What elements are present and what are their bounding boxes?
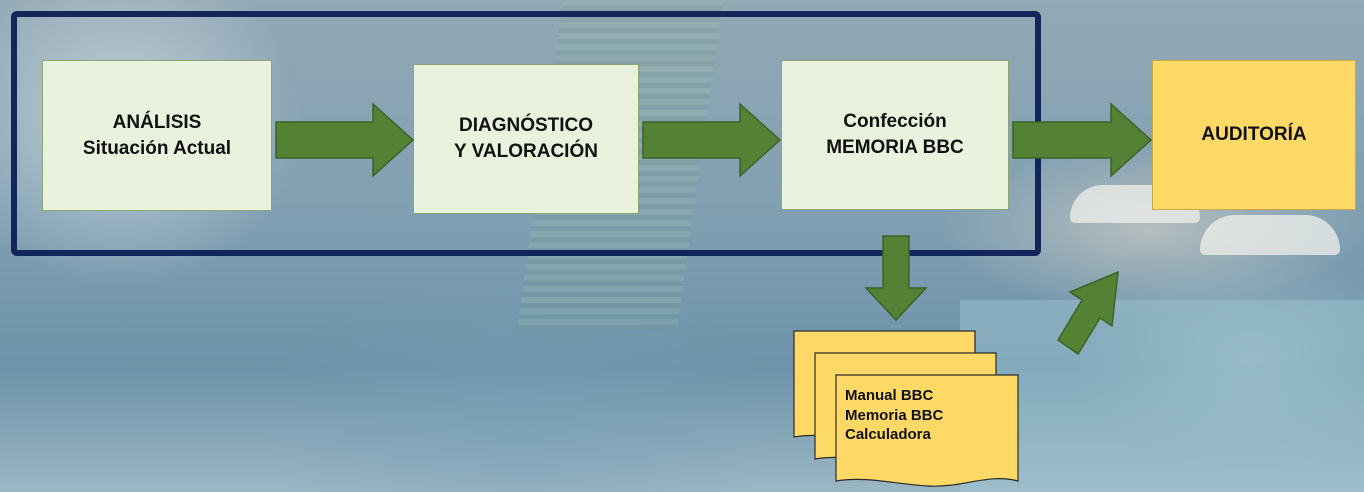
arrow-right-icon xyxy=(1012,102,1153,178)
step-auditoria-title: AUDITORÍA xyxy=(1201,124,1307,146)
arrow-down-icon xyxy=(864,235,928,322)
step-confeccion-title: Confección xyxy=(843,111,947,133)
background-pool xyxy=(960,300,1364,492)
step-analisis-subtitle: Situación Actual xyxy=(82,137,232,159)
step-diagnostico-subtitle: Y VALORACIÓN xyxy=(454,141,598,162)
document-icon xyxy=(835,374,1019,487)
step-analisis-box: ANÁLISIS Situación Actual xyxy=(42,60,272,211)
step-confeccion-subtitle: MEMORIA BBC xyxy=(826,137,964,158)
step-confeccion-box: Confección MEMORIA BBC xyxy=(781,60,1009,210)
step-analisis-title: ANÁLISIS xyxy=(112,111,202,133)
arrow-up-right-icon xyxy=(1056,270,1119,356)
step-diagnostico-box: DIAGNÓSTICO Y VALORACIÓN xyxy=(413,64,639,214)
document-item-memoria: Memoria BBC xyxy=(845,406,944,424)
background-umbrella xyxy=(1200,215,1340,255)
step-auditoria-box: AUDITORÍA xyxy=(1152,60,1356,210)
arrow-right-icon xyxy=(275,102,415,178)
step-diagnostico-title: DIAGNÓSTICO xyxy=(458,115,594,137)
document-item-calculadora: Calculadora xyxy=(845,426,931,443)
document-item-manual: Manual BBC xyxy=(845,387,934,404)
document-list: Manual BBC Memoria BBC Calculadora xyxy=(845,386,943,445)
arrow-right-icon xyxy=(642,102,782,178)
